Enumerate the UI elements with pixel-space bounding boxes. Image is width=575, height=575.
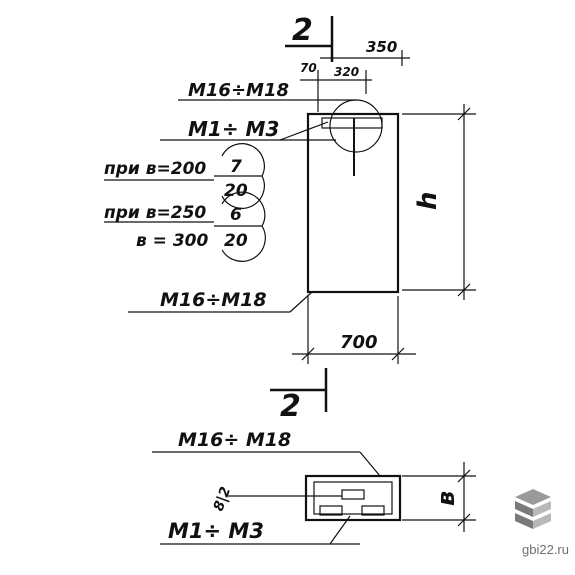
plan-inner <box>313 481 393 515</box>
dim-h-tick-bottom <box>457 283 471 297</box>
callout-m16-m18-top: M16÷M18 <box>188 80 289 101</box>
dim-70-label: 70 <box>300 61 317 75</box>
dim-b-tick-bottom <box>457 513 471 527</box>
section-mark-bottom-label: 2 <box>280 389 301 424</box>
dim-320-label: 320 <box>334 65 359 79</box>
fraction-arc-2 <box>221 191 266 262</box>
dim-700-label: 700 <box>340 332 378 353</box>
plan-slot-c <box>361 505 385 516</box>
leader-m16-mid-b <box>289 291 313 313</box>
condition-3-label: в = 300 <box>136 231 208 251</box>
dim-350-label: 350 <box>366 38 397 56</box>
callout-m1-m3-top: M1÷ M3 <box>188 117 279 141</box>
condition-2-numerator: 6 <box>230 205 242 225</box>
dim-b-tick-top <box>457 469 471 483</box>
dim-h-label: h <box>413 191 443 210</box>
watermark-logo <box>515 489 551 529</box>
dim-b-label: в <box>432 491 460 506</box>
callout-small-label: 8|2 <box>211 485 234 514</box>
plan-slot-a <box>341 489 365 500</box>
plan-slot-b <box>319 505 343 516</box>
dim-700-tick-right <box>391 347 405 361</box>
callout-m16-m18-mid: M16÷M18 <box>160 289 267 311</box>
leader-m16-bottom-b <box>359 451 381 477</box>
callout-m16-m18-bottom: M16÷ M18 <box>178 429 291 451</box>
watermark-text: gbi22.ru <box>522 542 569 557</box>
condition-1-label: при в=200 <box>104 159 206 179</box>
callout-m1-m3-bottom: M1÷ M3 <box>168 519 264 543</box>
block-front-view <box>306 112 400 294</box>
dim-h-tick-top <box>457 107 471 121</box>
detail-slot-top <box>321 117 383 129</box>
condition-1-denominator: 20 <box>224 181 248 201</box>
section-mark-top-label: 2 <box>292 13 313 48</box>
block-plan-view <box>304 474 402 522</box>
condition-2-label: при в=250 <box>104 203 206 223</box>
condition-3-denominator: 20 <box>224 231 248 251</box>
fraction-arc-1 <box>221 143 265 209</box>
dim-700-tick-left <box>301 347 315 361</box>
leader-m1-bottom-b <box>329 515 351 545</box>
condition-1-numerator: 7 <box>230 157 242 177</box>
detail-circle <box>329 99 383 153</box>
leader-m1-top-b <box>279 121 329 141</box>
